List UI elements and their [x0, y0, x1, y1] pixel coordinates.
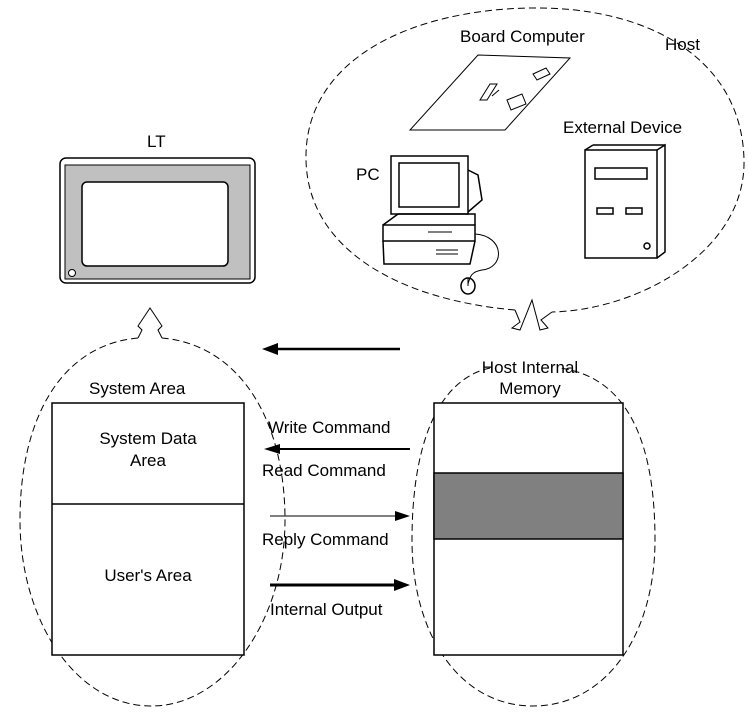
read-command-arrow: [270, 511, 410, 521]
external-device-label: External Device: [563, 118, 682, 137]
lt-terminal-icon: [59, 157, 256, 284]
pc-icon: [382, 155, 499, 295]
board-computer-icon: [408, 54, 572, 131]
system-data-area-label: System Data: [99, 429, 197, 448]
write-command-arrow: [264, 444, 410, 454]
system-area-label: System Area: [89, 379, 186, 398]
read-command-label: Read Command: [262, 461, 386, 480]
lt-memory-cloud: [19, 307, 286, 707]
host-label: Host: [665, 35, 700, 54]
host-memory-block: [433, 402, 624, 656]
reply-command-label: Reply Command: [262, 530, 389, 549]
lt-label: LT: [147, 132, 166, 151]
highlighted-memory-region: [433, 472, 624, 540]
pc-label: PC: [356, 165, 380, 184]
transfer-arrow: [262, 343, 400, 355]
internal-output-label: Internal Output: [270, 600, 383, 619]
system-area-block: [51, 402, 245, 656]
write-command-label: Write Command: [268, 418, 391, 437]
host-cloud: [305, 7, 745, 331]
system-data-area-label-2: Area: [130, 451, 166, 470]
board-computer-label: Board Computer: [460, 27, 585, 46]
external-device-icon: [584, 143, 666, 259]
host-internal-memory-label: Host Internal: [482, 358, 578, 377]
host-internal-memory-label-2: Memory: [499, 379, 561, 398]
reply-command-arrow: [270, 579, 410, 591]
users-area-label: User's Area: [104, 566, 192, 585]
host-memory-cloud: [411, 367, 656, 707]
